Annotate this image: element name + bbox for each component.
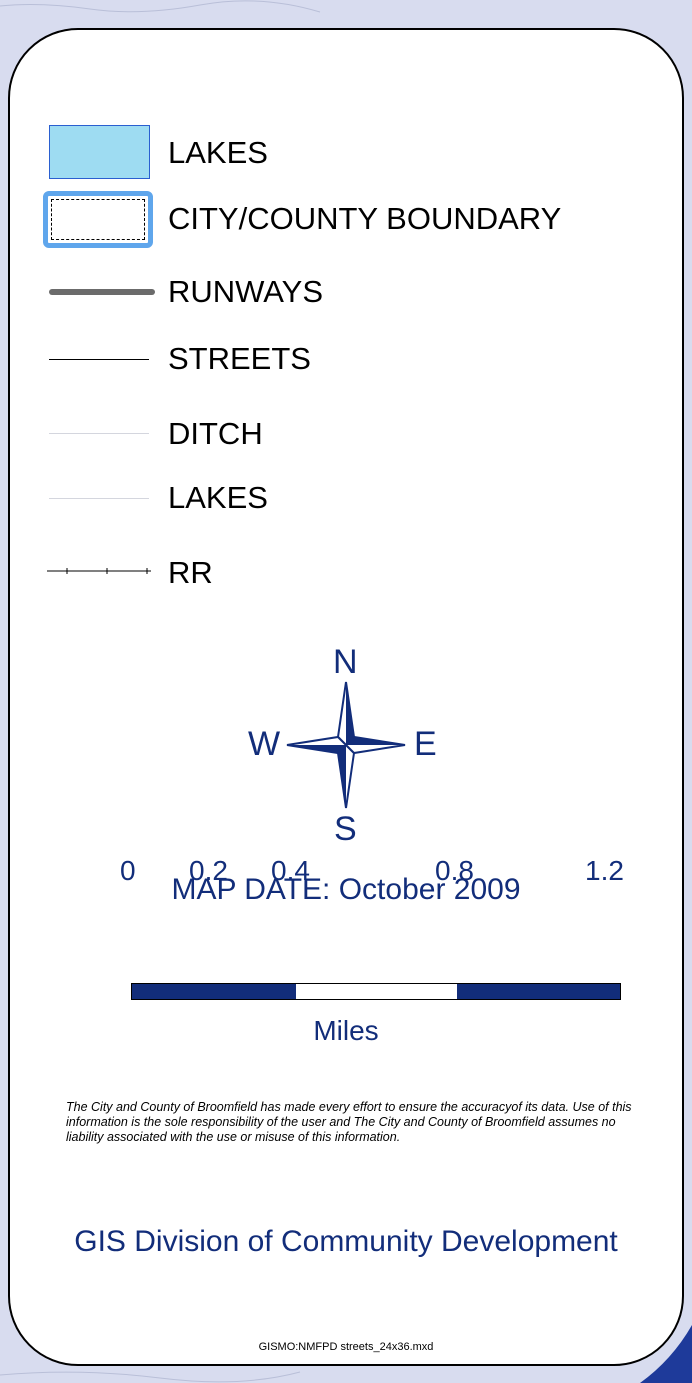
legend-label: LAKES <box>168 135 268 170</box>
railroad-line-swatch <box>47 568 151 574</box>
legend-item-runways: RUNWAYS <box>0 276 692 316</box>
scale-segment-light <box>296 984 457 999</box>
scale-tick-label: 0.4 <box>271 855 310 886</box>
disclaimer-text: The City and County of Broomfield has ma… <box>66 1100 632 1144</box>
scale-tick-label: 1.2 <box>585 855 624 886</box>
compass-east-label: E <box>414 725 437 763</box>
scale-segment-dark <box>132 984 296 999</box>
legend-label: DITCH <box>168 416 263 451</box>
scale-segment-dark <box>457 984 620 999</box>
scale-tick-label: 0.8 <box>435 855 474 886</box>
boundary-swatch <box>43 191 153 248</box>
legend-item-ditch: DITCH <box>0 418 692 458</box>
legend-item-boundary: CITY/COUNTY BOUNDARY <box>0 191 692 248</box>
legend-item-lakes-line: LAKES <box>0 482 692 522</box>
legend-label: CITY/COUNTY BOUNDARY <box>168 201 562 236</box>
scale-tick-label: 0 <box>120 855 136 886</box>
scale-bar-graphic <box>131 983 621 1000</box>
compass-rose-icon <box>286 681 406 809</box>
legend-item-lakes: LAKES <box>0 125 692 179</box>
legend-label: LAKES <box>168 480 268 515</box>
legend-item-rr: RR <box>0 557 692 597</box>
scale-unit-label: Miles <box>313 1015 379 1046</box>
file-name: GISMO:NMFPD streets_24x36.mxd <box>258 1341 434 1353</box>
compass-north-label: N <box>333 643 358 681</box>
ditch-line-swatch <box>49 433 149 434</box>
legend-item-streets: STREETS <box>0 343 692 383</box>
legend-label: RUNWAYS <box>168 274 323 309</box>
compass-west-label: W <box>248 725 281 763</box>
division-name: GIS Division of Community Development <box>74 1225 618 1258</box>
runway-line-swatch <box>49 289 155 295</box>
lakes-swatch <box>49 125 150 179</box>
scale-tick-label: 0.2 <box>189 855 228 886</box>
map-date: MAP DATE: October 2009 <box>171 873 521 906</box>
legend-label: STREETS <box>168 341 311 376</box>
legend-label: RR <box>168 555 213 590</box>
compass-south-label: S <box>334 810 357 848</box>
lakes-line-swatch <box>49 498 149 499</box>
street-line-swatch <box>49 359 149 360</box>
